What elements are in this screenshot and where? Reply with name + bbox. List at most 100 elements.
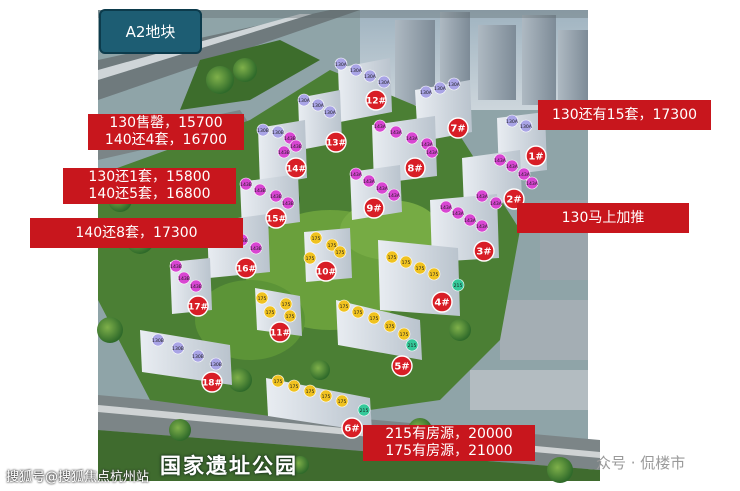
unit-tag: 130A — [505, 114, 519, 128]
unit-tag-label: 215 — [408, 343, 417, 349]
callout-line: 130售罄，15700 — [109, 115, 223, 131]
unit-tag: 130A — [334, 57, 348, 71]
building-badge-11[interactable]: 11# — [269, 321, 291, 343]
unit-tag: 143B — [249, 241, 263, 255]
building-number-label: 4# — [434, 298, 449, 309]
unit-tag-label: 143A — [490, 201, 503, 207]
callout-b13-b14: 130售罄，15700 140还4套，16700 — [88, 114, 244, 150]
unit-tag: 130A — [349, 63, 363, 77]
unit-tag-label: 143A — [518, 172, 531, 178]
building-badge-15[interactable]: 15# — [265, 207, 287, 229]
unit-tag: 143A — [517, 167, 531, 181]
block-tag-a2: A2地块 — [99, 9, 202, 54]
unit-tag: 175 — [333, 245, 347, 259]
unit-tag: 143A — [493, 153, 507, 167]
unit-tag: 175 — [413, 261, 427, 275]
unit-tag: 175 — [383, 319, 397, 333]
callout-b14-b15: 130还1套，15800 140还5套，16800 — [63, 168, 236, 204]
unit-tag: 130A — [419, 85, 433, 99]
unit-tag: 143A — [373, 119, 387, 133]
unit-tag: 130B — [151, 333, 165, 347]
unit-tag: 175 — [263, 305, 277, 319]
building-number-label: 7# — [450, 124, 465, 135]
building-badge-12[interactable]: 12# — [365, 89, 387, 111]
unit-tag: 130B — [256, 123, 270, 137]
building-number-label: 9# — [366, 204, 381, 215]
unit-tag-label: 130B — [272, 130, 284, 136]
unit-tag: 143A — [525, 176, 539, 190]
unit-tag-label: 130B — [152, 338, 164, 344]
unit-tag: 143B — [277, 145, 291, 159]
unit-tag-label: 143A — [363, 179, 376, 185]
building-badge-1[interactable]: 1# — [525, 145, 547, 167]
unit-tag-label: 143A — [476, 194, 489, 200]
unit-tag: 130B — [191, 349, 205, 363]
unit-tag: 143A — [375, 181, 389, 195]
unit-tag-label: 130A — [298, 98, 311, 104]
unit-tag-label: 143B — [284, 136, 296, 142]
unit-tag: 215 — [405, 338, 419, 352]
building-badge-13[interactable]: 13# — [325, 131, 347, 153]
callout-line: 130马上加推 — [561, 209, 645, 226]
unit-tag-label: 175 — [416, 266, 425, 272]
unit-tag-label: 175 — [430, 272, 439, 278]
building-badge-17[interactable]: 17# — [187, 295, 209, 317]
unit-tag: 130A — [311, 98, 325, 112]
unit-tag: 143A — [387, 188, 401, 202]
building-badge-6[interactable]: 6# — [341, 417, 363, 439]
building-number-label: 15# — [266, 215, 286, 225]
unit-tag-label: 143A — [350, 172, 363, 178]
building-badge-9[interactable]: 9# — [363, 197, 385, 219]
unit-tag: 143B — [269, 189, 283, 203]
park-name-label: 国家遗址公园 — [160, 454, 298, 478]
unit-tag: 130A — [377, 75, 391, 89]
unit-tag-label: 130B — [210, 362, 222, 368]
unit-tag: 143A — [362, 174, 376, 188]
unit-tag: 143B — [169, 259, 183, 273]
unit-tag: 130A — [363, 69, 377, 83]
building-number-label: 17# — [188, 303, 208, 313]
building-badge-4[interactable]: 4# — [431, 291, 453, 313]
building-number-label: 1# — [528, 152, 543, 163]
building-badge-16[interactable]: 16# — [235, 257, 257, 279]
callout-b1: 130还有15套，17300 — [538, 100, 711, 130]
unit-tag: 143B — [281, 196, 295, 210]
unit-tag-label: 175 — [286, 314, 295, 320]
unit-tag: 130B — [171, 341, 185, 355]
unit-tag-label: 215 — [454, 283, 463, 289]
building-badge-7[interactable]: 7# — [447, 117, 469, 139]
callout-line: 140还5套，16800 — [88, 186, 211, 202]
unit-tag-label: 143B — [190, 284, 202, 290]
unit-tag: 143B — [253, 183, 267, 197]
unit-tag: 143A — [439, 200, 453, 214]
unit-tag: 175 — [325, 238, 339, 252]
unit-tag-label: 143A — [390, 130, 403, 136]
unit-tag-label: 175 — [312, 236, 321, 242]
unit-tag-label: 175 — [388, 255, 397, 261]
unit-tag-label: 130A — [506, 119, 519, 125]
building-badge-8[interactable]: 8# — [404, 157, 426, 179]
unit-tag-label: 175 — [386, 324, 395, 330]
unit-tag: 130B — [271, 125, 285, 139]
unit-tag-label: 175 — [282, 302, 291, 308]
building-number-label: 2# — [506, 195, 521, 206]
unit-tag-label: 130A — [420, 90, 433, 96]
unit-tag-label: 143B — [278, 150, 290, 156]
building-badge-10[interactable]: 10# — [315, 260, 337, 282]
building-badge-18[interactable]: 18# — [201, 371, 223, 393]
watermark-sohu: 搜狐号@搜狐焦点杭州站 — [6, 470, 150, 485]
unit-tag-label: 175 — [322, 394, 331, 400]
unit-tag: 143A — [463, 213, 477, 227]
callout-line: 130还有15套，17300 — [551, 106, 698, 123]
building-badge-5[interactable]: 5# — [391, 355, 413, 377]
building-badge-14[interactable]: 14# — [285, 157, 307, 179]
unit-tag-label: 175 — [306, 389, 315, 395]
unit-tag: 130A — [297, 93, 311, 107]
building-badge-3[interactable]: 3# — [473, 240, 495, 262]
unit-tag: 143A — [389, 125, 403, 139]
unit-tag-label: 143B — [282, 201, 294, 207]
unit-tag-label: 175 — [402, 260, 411, 266]
unit-tag-label: 130A — [378, 80, 391, 86]
unit-tag: 143B — [239, 177, 253, 191]
callout-b6: 215有房源，20000 175有房源，21000 — [363, 425, 535, 461]
